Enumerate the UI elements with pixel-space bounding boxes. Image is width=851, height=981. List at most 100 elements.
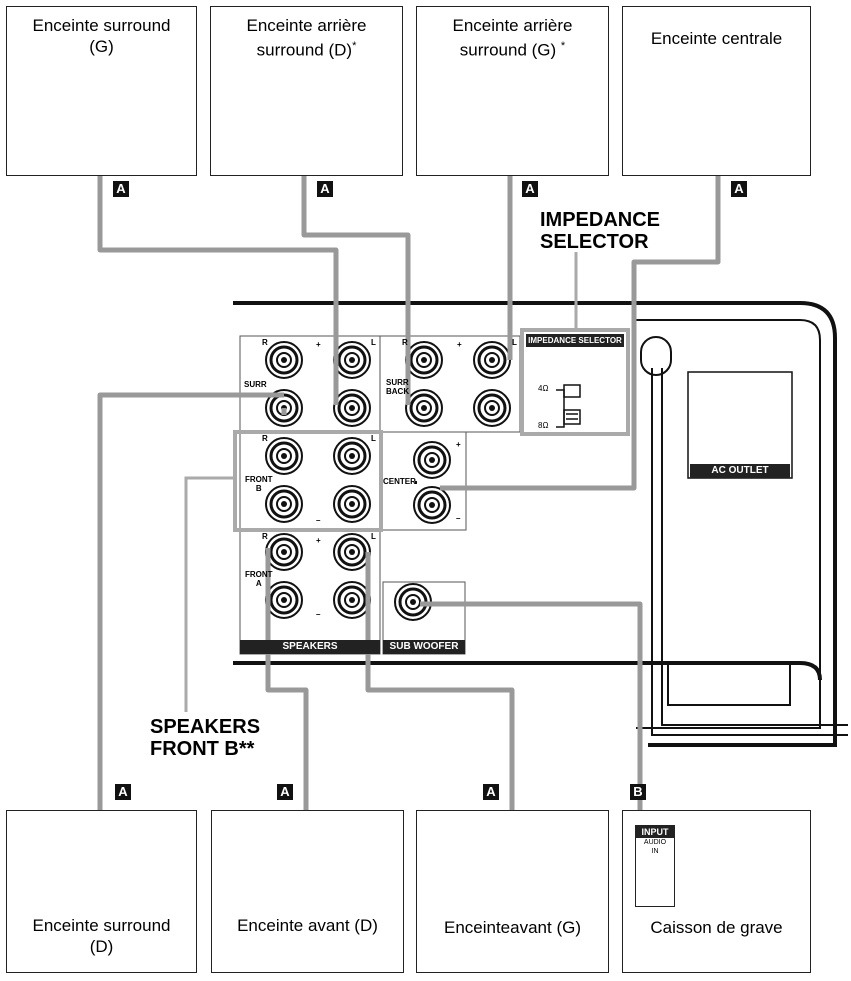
speaker-title-line1: Enceinte centrale: [650, 29, 783, 48]
subwoofer-box: Caisson de grave INPUT AUDIO IN: [622, 810, 811, 973]
front-b-line2: B: [255, 484, 262, 493]
speaker-title-line1: Enceinte arrière: [246, 16, 367, 35]
plus-label: +: [316, 340, 321, 349]
binding-post: [413, 441, 451, 479]
binding-post: [333, 341, 371, 379]
center-label: CENTER: [383, 477, 416, 486]
speaker-title-line1: Enceinte surround: [32, 916, 171, 935]
speaker-wires: [97, 150, 721, 860]
speaker-title-line2: surround (D): [256, 40, 353, 60]
speaker-title-line1: Enceinte arrière: [452, 16, 573, 35]
ohm4-label: 4Ω: [538, 384, 549, 393]
in-label: IN: [651, 848, 659, 855]
speaker-title-line1: Enceinteavant (G): [443, 918, 581, 937]
speaker-title-line2: surround (G): [459, 40, 557, 60]
subwoofer-title: Caisson de grave: [623, 917, 810, 938]
front-a-line2: A: [255, 579, 262, 588]
callout-line2: FRONT B**: [150, 738, 255, 760]
front-b-label: FRONT B: [245, 475, 273, 493]
speaker-title: Enceinte surround (G): [7, 15, 196, 57]
speaker-center: Enceinte centrale: [622, 6, 811, 176]
binding-post: [413, 486, 451, 524]
plus-label: +: [456, 440, 461, 449]
surr-back-line2: BACK: [386, 387, 410, 396]
speaker-title-line2: (G): [89, 37, 114, 56]
speaker-title-line2: (D): [89, 937, 114, 956]
l-label: L: [371, 338, 376, 347]
l-label: L: [512, 338, 517, 347]
tag-a: A: [115, 784, 131, 800]
speaker-front-left: Enceinteavant (G): [416, 810, 609, 973]
asterisk: *: [352, 40, 357, 52]
speaker-cable: [301, 150, 411, 405]
speaker-title-line1: Enceinte surround: [32, 16, 171, 35]
impedance-switch: [556, 384, 581, 428]
binding-post: [394, 583, 432, 621]
r-label: R: [402, 338, 408, 347]
tag-a: A: [113, 181, 129, 197]
speaker-cable: [420, 601, 643, 860]
audio-in-label: AUDIO: [643, 839, 667, 846]
binding-post: [265, 533, 303, 571]
speaker-surround-right: Enceinte surround (D): [6, 810, 197, 973]
speaker-cable: [365, 552, 515, 855]
callout-line1: SPEAKERS: [150, 716, 261, 738]
front-b-callout: SPEAKERS FRONT B**: [150, 716, 260, 760]
impedance-highlight: [520, 328, 630, 436]
binding-post: [265, 485, 303, 523]
impedance-selector-callout: IMPEDANCE SELECTOR: [540, 209, 660, 253]
speaker-title: Enceinte surround (D): [7, 915, 196, 957]
subwoofer-input-plate: INPUT AUDIO IN: [635, 825, 675, 907]
front-b-line1: FRONT: [245, 475, 273, 484]
callout-line2: SELECTOR: [540, 231, 649, 253]
speaker-surround-back-left: Enceinte arrière surround (G) *: [416, 6, 609, 176]
speaker-surround-left: Enceinte surround (G): [6, 6, 197, 176]
binding-post: [405, 341, 443, 379]
binding-post: [265, 341, 303, 379]
front-b-highlight: [233, 430, 383, 532]
speaker-cable: [97, 150, 339, 405]
tag-a: A: [483, 784, 499, 800]
binding-post: [333, 581, 371, 619]
r-label: R: [262, 532, 268, 541]
front-a-line1: FRONT: [245, 570, 273, 579]
l-label: L: [371, 532, 376, 541]
binding-post: [473, 389, 511, 427]
r-label: R: [262, 338, 268, 347]
binding-post: [333, 485, 371, 523]
binding-post: [333, 437, 371, 475]
speaker-surround-back-right: Enceinte arrière surround (D)*: [210, 6, 403, 176]
callout-line1: IMPEDANCE: [540, 209, 661, 231]
input-label: INPUT: [636, 826, 674, 838]
speaker-title: Enceinte avant (D): [212, 915, 403, 936]
r-label: R: [262, 434, 268, 443]
front-a-label: FRONT A: [245, 570, 273, 588]
sub-woofer-label: SUB WOOFER: [383, 640, 465, 654]
binding-post: [405, 389, 443, 427]
tag-a: A: [522, 181, 538, 197]
speaker-cable: [97, 392, 284, 855]
plus-label: +: [457, 340, 462, 349]
speaker-title: Enceinte arrière surround (D)*: [211, 15, 402, 61]
binding-post: [265, 437, 303, 475]
asterisk: *: [560, 40, 566, 52]
plus-label: +: [316, 536, 321, 545]
ac-cord: [640, 336, 848, 736]
speaker-title: Enceinte centrale: [623, 28, 810, 49]
speaker-title: Enceinte arrière surround (G) *: [417, 15, 608, 61]
speaker-front-right: Enceinte avant (D): [211, 810, 404, 973]
speaker-title: Enceinteavant (G): [417, 917, 608, 938]
binding-post: [333, 533, 371, 571]
binding-post: [473, 341, 511, 379]
subwoofer-title-text: Caisson de grave: [650, 918, 783, 937]
tag-b: B: [630, 784, 646, 800]
minus-label: –: [456, 514, 461, 523]
tag-a: A: [731, 181, 747, 197]
speaker-title-line1: Enceinte avant (D): [237, 916, 378, 935]
speaker-cable: [440, 150, 721, 491]
minus-label: –: [316, 610, 321, 619]
speakers-label: SPEAKERS: [240, 640, 380, 654]
terminal-jacks: [184, 252, 677, 900]
surr-back-line1: SURR: [386, 378, 409, 387]
front-b-leader: [184, 476, 235, 712]
